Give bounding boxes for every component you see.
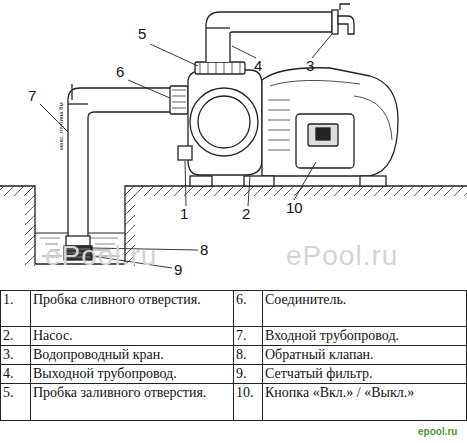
callout-number: 10 (286, 200, 303, 216)
table-number: 10. (236, 385, 259, 401)
watermark: ePool.ru (286, 240, 398, 272)
leader-lines (40, 34, 332, 268)
table-number: 6. (236, 292, 259, 308)
table-cell: Кнопка «Вкл.» / «Выкл.» (265, 385, 463, 401)
callout-number: 4 (254, 58, 262, 74)
callout-number: 9 (174, 262, 182, 278)
table-grid (0, 290, 467, 421)
callout-number: 7 (28, 88, 36, 104)
inlet-pipe (64, 84, 180, 260)
table-cell: Соединитель. (265, 292, 463, 308)
table-cell: Входной трубопровод. (265, 328, 463, 344)
table-number: 8. (236, 347, 259, 363)
table-cell: Пробка сливного отверстия. (33, 292, 230, 308)
table-number: 2. (3, 328, 27, 344)
pump (170, 62, 398, 186)
callout-number: 6 (116, 64, 124, 80)
table-number: 1. (3, 292, 27, 308)
outlet-pipe (206, 4, 354, 62)
table-cell: Сетчатый фильтр. (265, 366, 463, 382)
table-cell: Пробка заливного отверстия. (33, 385, 230, 401)
table-number: 7. (236, 328, 259, 344)
table-cell: Водопроводный кран. (33, 347, 230, 363)
watermark: epool.ru (418, 426, 457, 437)
table-number: 5. (3, 385, 27, 401)
table-number: 9. (236, 366, 259, 382)
depth-note: макс. глубина 8м (58, 102, 64, 150)
table-cell: Насос. (33, 328, 230, 344)
table-cell: Обратный клапан. (265, 347, 463, 363)
table-number: 3. (3, 347, 27, 363)
table-number: 4. (3, 366, 27, 382)
callout-number: 1 (180, 206, 188, 222)
callout-number: 3 (306, 58, 314, 74)
callout-number: 5 (138, 26, 146, 42)
table-cell: Выходной трубопровод. (33, 366, 230, 382)
watermark: ePool.ru (45, 240, 157, 272)
callout-number: 8 (200, 242, 208, 258)
callout-number: 2 (242, 206, 250, 222)
